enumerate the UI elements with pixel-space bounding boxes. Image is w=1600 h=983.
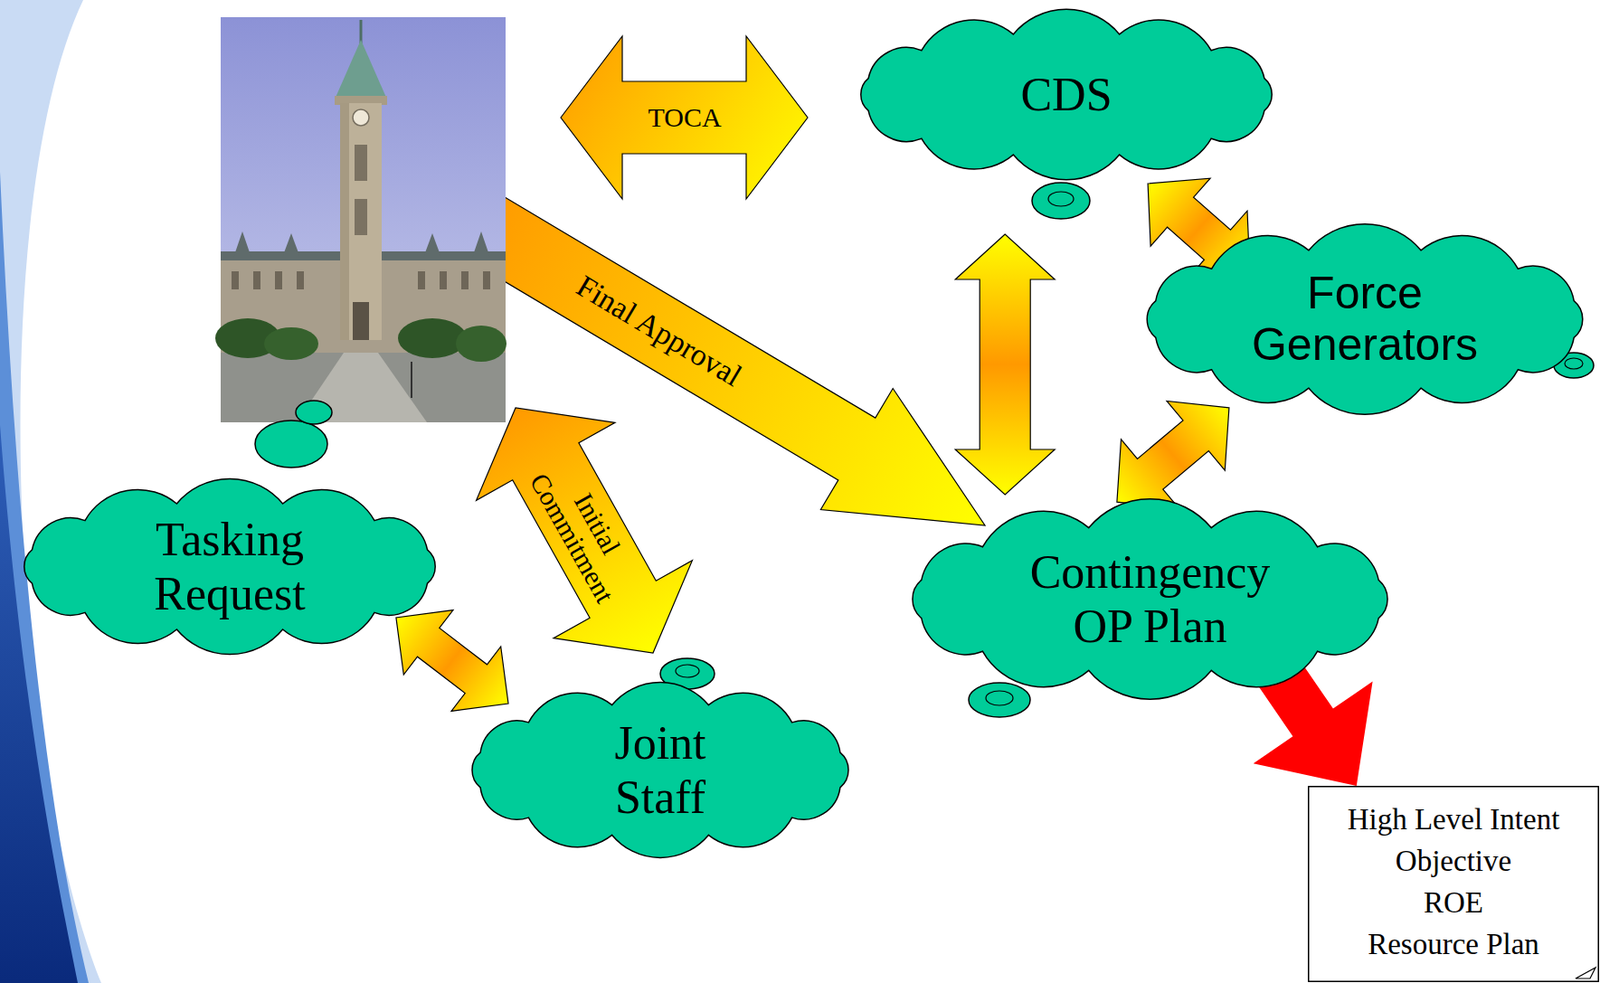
- photo-lamp: [410, 361, 413, 398]
- photo-sky: [220, 17, 506, 423]
- photo-window: [354, 144, 368, 181]
- photo-window: [482, 271, 491, 290]
- photo-turret: [472, 231, 491, 258]
- bubble-swirl: [1048, 191, 1074, 207]
- note-line: Objective: [1395, 840, 1512, 882]
- double-arrow: [396, 610, 509, 712]
- node-label: Contingency OP Plan: [1014, 545, 1287, 654]
- node-label: CDS: [1020, 67, 1112, 123]
- arrow-label: TOCA: [648, 103, 722, 133]
- cloud-shape: [24, 478, 436, 654]
- bubble-swirl: [985, 691, 1014, 706]
- cloud-node: Tasking Request: [15, 474, 445, 659]
- photo-window: [253, 271, 261, 290]
- background-swoosh: [0, 0, 102, 983]
- photo-tree: [264, 327, 319, 360]
- photo-turret: [423, 233, 442, 258]
- note-line: High Level Intent: [1347, 798, 1561, 841]
- bubble: [255, 420, 328, 468]
- note-box: High Level IntentObjectiveROEResource Pl…: [1307, 785, 1600, 983]
- cloud-node: Joint Staff: [463, 678, 857, 862]
- thought-bubble: [968, 682, 1031, 718]
- photo-window: [274, 271, 283, 290]
- cloud-outline: [463, 678, 857, 862]
- bubble: [295, 400, 332, 425]
- double-arrow: [476, 407, 693, 654]
- double-arrow: [1117, 401, 1230, 510]
- photo-tower: [340, 103, 382, 341]
- bubble-swirl: [1564, 358, 1583, 370]
- cloud-node: CDS: [852, 5, 1281, 184]
- cloud-outline: [902, 494, 1398, 704]
- photo-tree: [455, 325, 507, 362]
- photo-turret: [282, 233, 301, 258]
- bubble: [968, 682, 1031, 718]
- double-arrow: [560, 36, 808, 199]
- photo-window: [417, 271, 426, 290]
- photo-turret: [233, 231, 252, 258]
- cloud-shape: [861, 9, 1272, 180]
- note-border: [1308, 786, 1600, 983]
- photo-tower-roof: [334, 39, 388, 100]
- photo-window: [461, 271, 469, 290]
- thought-bubble: [1031, 182, 1090, 219]
- parliament-photo: [215, 17, 507, 423]
- photo-window: [439, 271, 447, 290]
- node-label: Tasking Request: [112, 512, 348, 622]
- bubble: [1031, 182, 1090, 219]
- node-label: Joint Staff: [587, 716, 733, 825]
- photo-window: [296, 271, 304, 290]
- cloud-outline: [15, 474, 445, 659]
- cloud-node: Contingency OP Plan: [902, 494, 1398, 704]
- photo-tree: [397, 318, 467, 359]
- cloud-shape: [912, 499, 1388, 700]
- photo-window: [354, 198, 368, 236]
- cloud-node: Force Generators: [1137, 219, 1592, 419]
- photo-window: [231, 271, 239, 290]
- photo-door: [352, 302, 370, 341]
- photo-tower-shade: [340, 103, 350, 341]
- node-label: Force Generators: [1238, 267, 1492, 372]
- thought-bubble: [255, 400, 332, 468]
- cloud-shape: [1146, 224, 1583, 416]
- photo-ground: [220, 352, 506, 423]
- note-line: ROE: [1423, 881, 1484, 924]
- background-swoosh: [0, 425, 78, 983]
- cloud-shape: [472, 682, 849, 859]
- bubble-swirl: [675, 664, 700, 678]
- photo-clock: [352, 109, 370, 126]
- note-line: Resource Plan: [1367, 923, 1540, 966]
- double-arrow: [955, 234, 1055, 495]
- note-fold: [1575, 967, 1596, 979]
